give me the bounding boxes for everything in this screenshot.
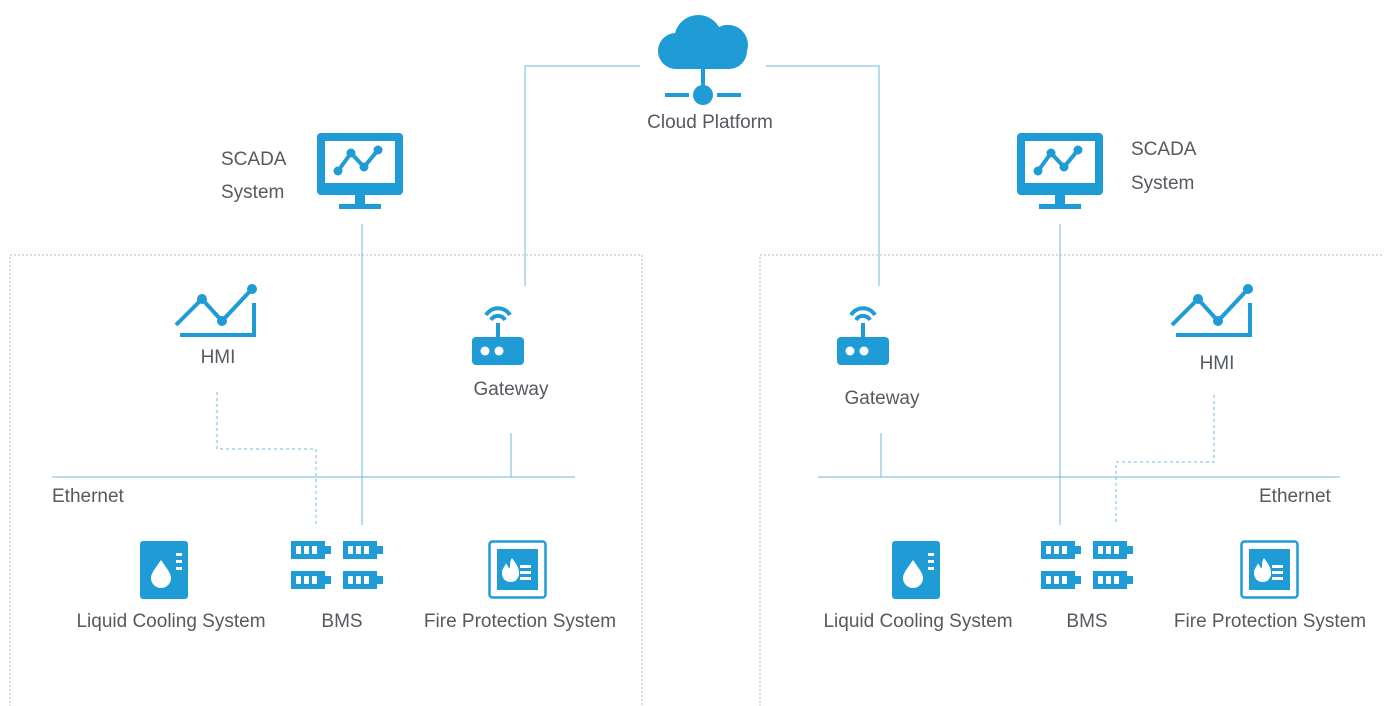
router-icon bbox=[835, 306, 891, 367]
ethernet-label: Ethernet bbox=[52, 486, 124, 507]
fire-panel-icon bbox=[1240, 540, 1299, 599]
monitor-chart-icon bbox=[315, 131, 405, 211]
scada-label-line2: System bbox=[1131, 173, 1195, 194]
line-chart-icon bbox=[1169, 281, 1255, 337]
bms-label: BMS bbox=[1066, 611, 1108, 632]
monitor-chart-icon bbox=[1015, 131, 1105, 211]
ethernet-label: Ethernet bbox=[1259, 486, 1331, 507]
cloud-link-left bbox=[524, 65, 640, 286]
coolant-tank-icon bbox=[140, 541, 188, 599]
battery-pack-icon bbox=[1041, 541, 1133, 589]
liquid-cooling-label: Liquid Cooling System bbox=[76, 611, 266, 632]
hmi-link-left bbox=[216, 392, 317, 525]
scada-label-line1: SCADA bbox=[221, 149, 287, 170]
hmi-label: HMI bbox=[200, 347, 236, 368]
gateway-label: Gateway bbox=[473, 379, 549, 400]
fire-protection-label: Fire Protection System bbox=[1173, 611, 1367, 632]
fire-panel-icon bbox=[488, 540, 547, 599]
site-boundary-left bbox=[9, 254, 643, 706]
site-boundary-right bbox=[759, 254, 1384, 706]
router-icon bbox=[470, 306, 526, 367]
gateway-label: Gateway bbox=[844, 388, 920, 409]
coolant-tank-icon bbox=[892, 541, 940, 599]
scada-label-line1: SCADA bbox=[1131, 139, 1197, 160]
line-chart-icon bbox=[173, 281, 259, 337]
cloud-network-icon bbox=[657, 15, 748, 105]
battery-pack-icon bbox=[291, 541, 383, 589]
liquid-cooling-label: Liquid Cooling System bbox=[823, 611, 1013, 632]
fire-protection-label: Fire Protection System bbox=[423, 611, 617, 632]
scada-label-line2: System bbox=[221, 182, 285, 203]
bms-label: BMS bbox=[321, 611, 363, 632]
cloud-platform-label: Cloud Platform bbox=[647, 112, 773, 133]
hmi-label: HMI bbox=[1199, 353, 1235, 374]
hmi-link-right bbox=[1115, 395, 1215, 525]
cloud-link-right bbox=[766, 65, 880, 286]
